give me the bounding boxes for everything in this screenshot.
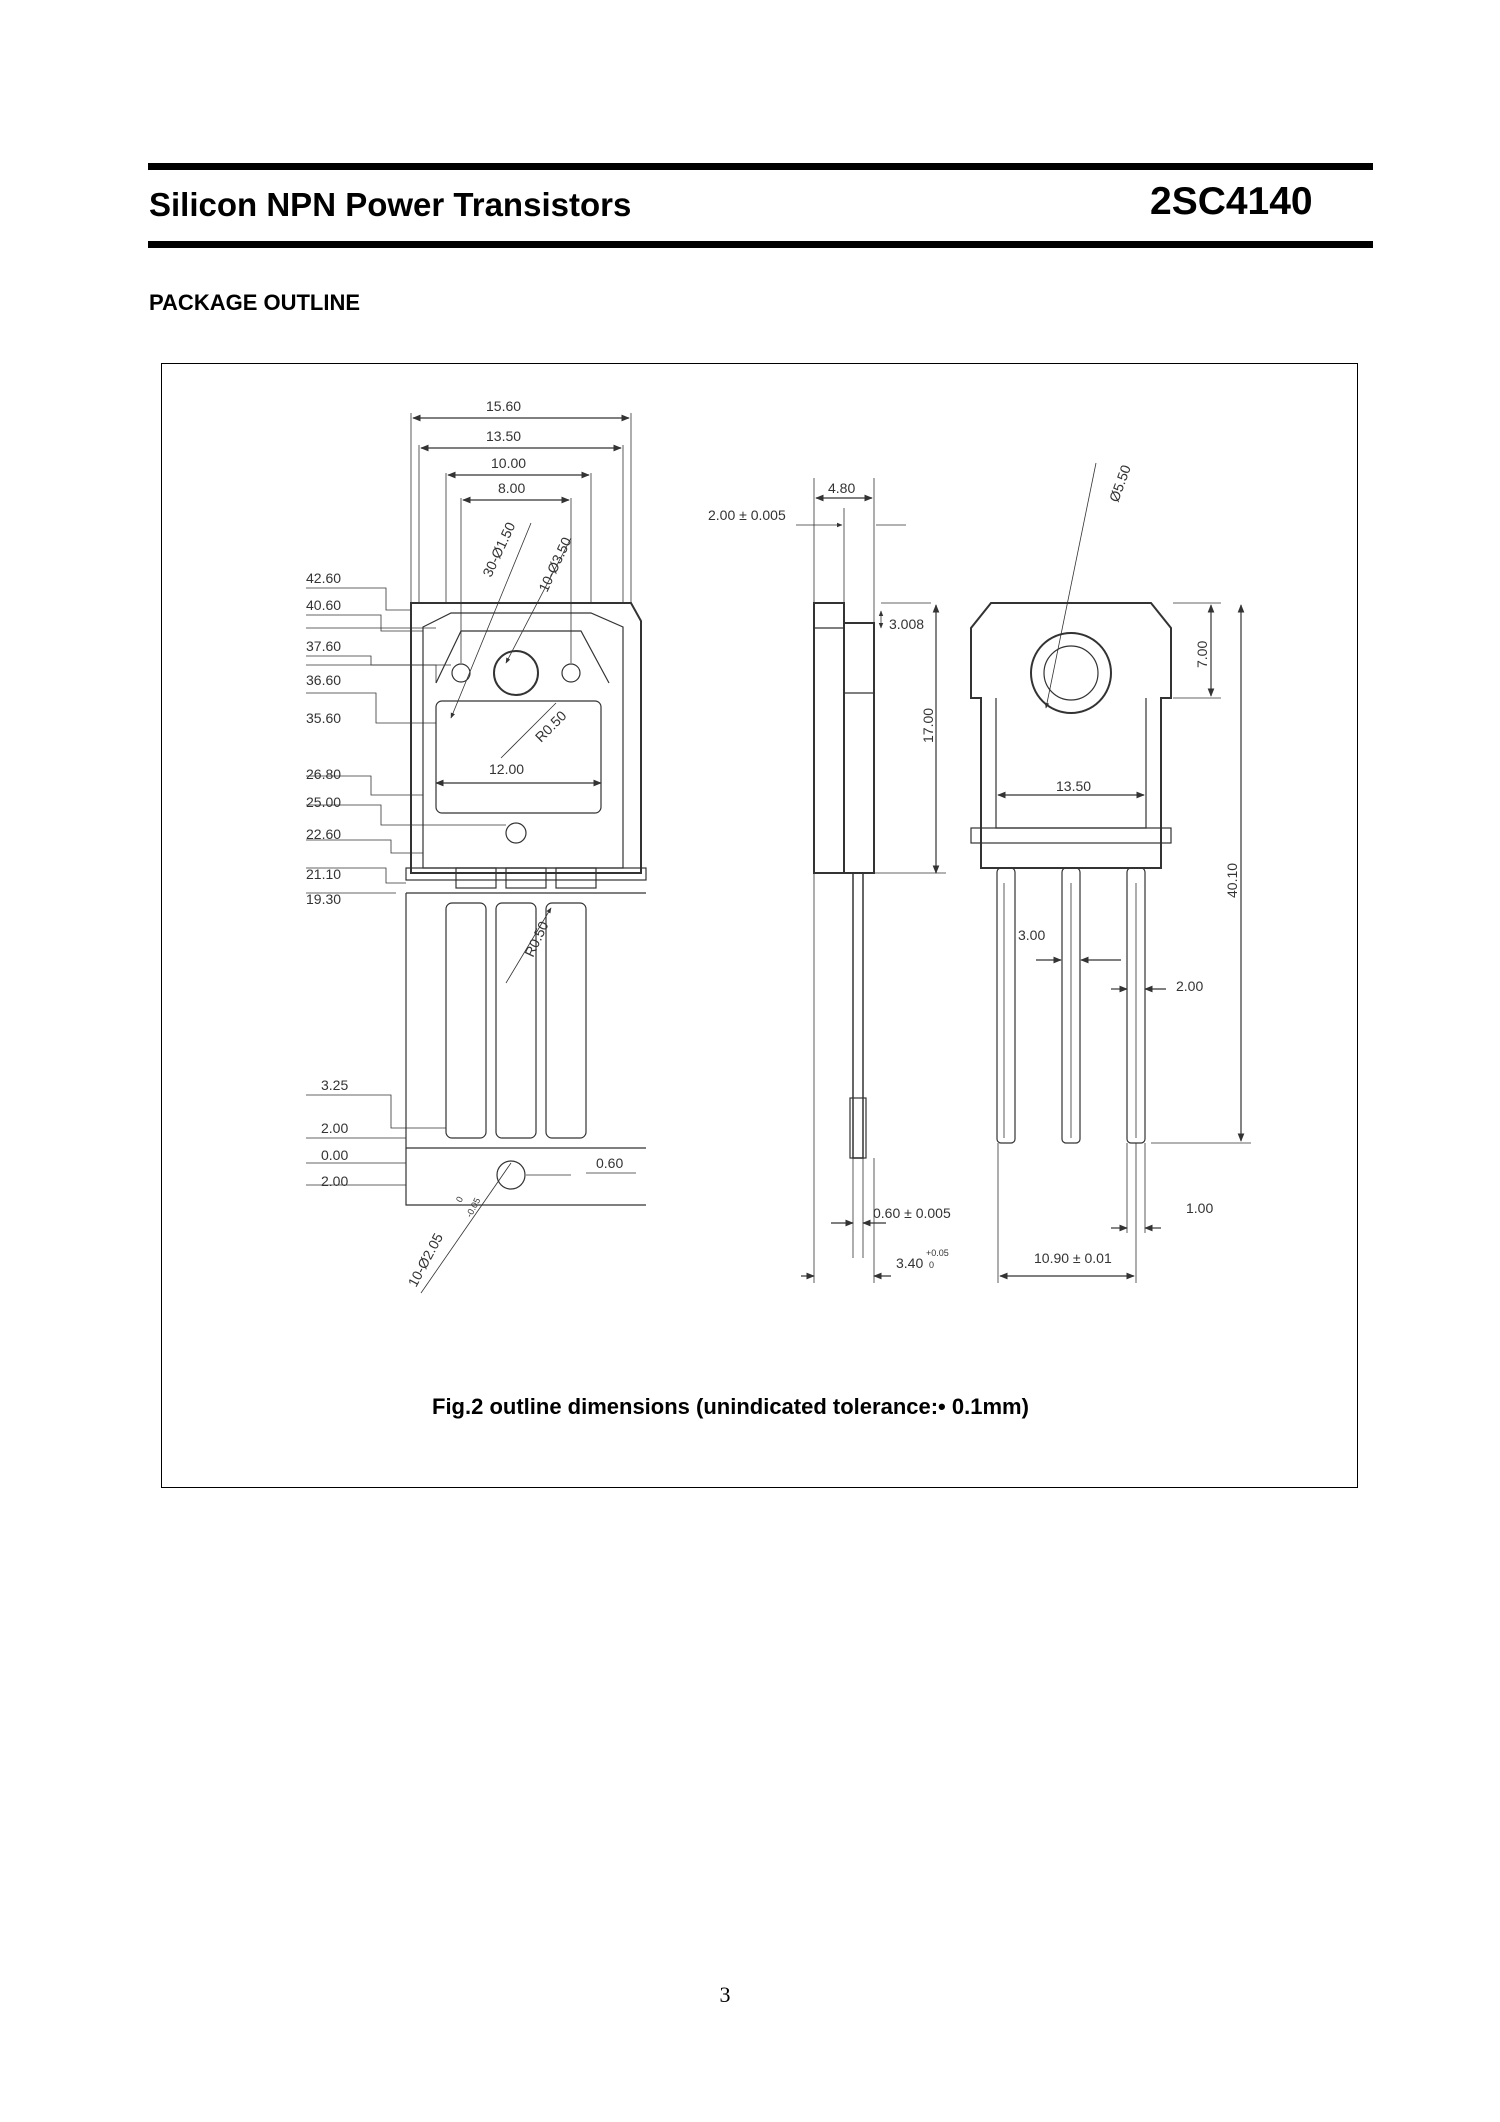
bottom-hole-tol-upper: 0	[454, 1195, 465, 1204]
lead-thickness-label: 0.60 ± 0.005	[873, 1205, 951, 1221]
dim-label: 37.60	[306, 638, 341, 654]
tab-height-label: 7.00	[1194, 641, 1210, 668]
side-view	[796, 478, 946, 1283]
overall-tol-upper: +0.05	[926, 1248, 949, 1258]
dim-label: 3.25	[321, 1077, 348, 1093]
hole-large-label: 10-Ø3.50	[535, 534, 574, 594]
dim-label: 25.00	[306, 794, 341, 810]
figure-frame	[161, 363, 1358, 1488]
part-number: 2SC4140	[1150, 180, 1313, 223]
thickness-label: 4.80	[828, 480, 855, 496]
dim-label: 0.00	[321, 1147, 348, 1163]
dim-label: 8.00	[498, 480, 525, 496]
header-rule-top	[148, 163, 1373, 170]
body-width-label: 13.50	[1056, 778, 1091, 794]
dim-label: 26.80	[306, 766, 341, 782]
front-top-dimensions: 15.60 13.50 10.00 8.00	[486, 398, 526, 496]
side-view-labels: 4.80 2.00 ± 0.005 3.008 17.00 0.60 ± 0.0…	[708, 480, 951, 1271]
dim-label: 40.60	[306, 597, 341, 613]
rear-view	[970, 462, 1251, 1283]
hole-dia-label: Ø5.50	[1106, 463, 1134, 505]
rear-view-labels: Ø5.50 7.00 13.50 40.10 3.00 2.00 1.00 10…	[1018, 463, 1240, 1266]
bottom-hole-label: 10-Ø2.05	[405, 1230, 447, 1289]
lead-thk-label: 1.00	[1186, 1200, 1213, 1216]
figure-caption: Fig.2 outline dimensions (unindicated to…	[432, 1394, 1029, 1419]
front-inner-labels: 30-Ø1.50 10-Ø3.50 R0.50 12.00 R0.50 0.60…	[405, 519, 624, 1289]
front-view	[306, 413, 647, 1294]
pin-span-label: 10.90 ± 0.01	[1034, 1250, 1112, 1266]
hole-small-label: 30-Ø1.50	[479, 519, 518, 579]
package-outline-drawing: 15.60 13.50 10.00 8.00 42.60 40.60 37.60…	[306, 398, 1251, 1294]
lead-pitch-label: 3.00	[1018, 927, 1045, 943]
dim-label: 2.00	[321, 1173, 348, 1189]
header-rule-bottom	[148, 241, 1373, 248]
total-height-label: 40.10	[1224, 863, 1240, 898]
dim-label: 36.60	[306, 672, 341, 688]
dim-label: 22.60	[306, 826, 341, 842]
dim-label: 2.00	[321, 1120, 348, 1136]
dim-label: 10.00	[491, 455, 526, 471]
page-number: 3	[719, 1982, 731, 2007]
flange-label: 2.00 ± 0.005	[708, 507, 786, 523]
dim-label: 21.10	[306, 866, 341, 882]
document-title: Silicon NPN Power Transistors	[149, 186, 632, 223]
dim-label: 13.50	[486, 428, 521, 444]
lead-width-label: 2.00	[1176, 978, 1203, 994]
bottom-hole-tol-lower: -0.05	[464, 1196, 482, 1219]
chamfer-label: 3.008	[889, 616, 924, 632]
front-left-dimensions: 42.60 40.60 37.60 36.60 35.60 26.80 25.0…	[306, 570, 348, 1189]
dim-label: 35.60	[306, 710, 341, 726]
radius-window-label: R0.50	[532, 707, 570, 745]
window-width-label: 12.00	[489, 761, 524, 777]
dim-label: 42.60	[306, 570, 341, 586]
radius-lead-label: R0.50	[521, 918, 551, 959]
height-label: 17.00	[920, 708, 936, 743]
overall-label: 3.40	[896, 1255, 923, 1271]
dim-label: 19.30	[306, 891, 341, 907]
lead-gap-label: 0.60	[596, 1155, 623, 1171]
overall-tol-lower: 0	[929, 1260, 934, 1270]
section-title: PACKAGE OUTLINE	[149, 290, 361, 315]
dim-label: 15.60	[486, 398, 521, 414]
